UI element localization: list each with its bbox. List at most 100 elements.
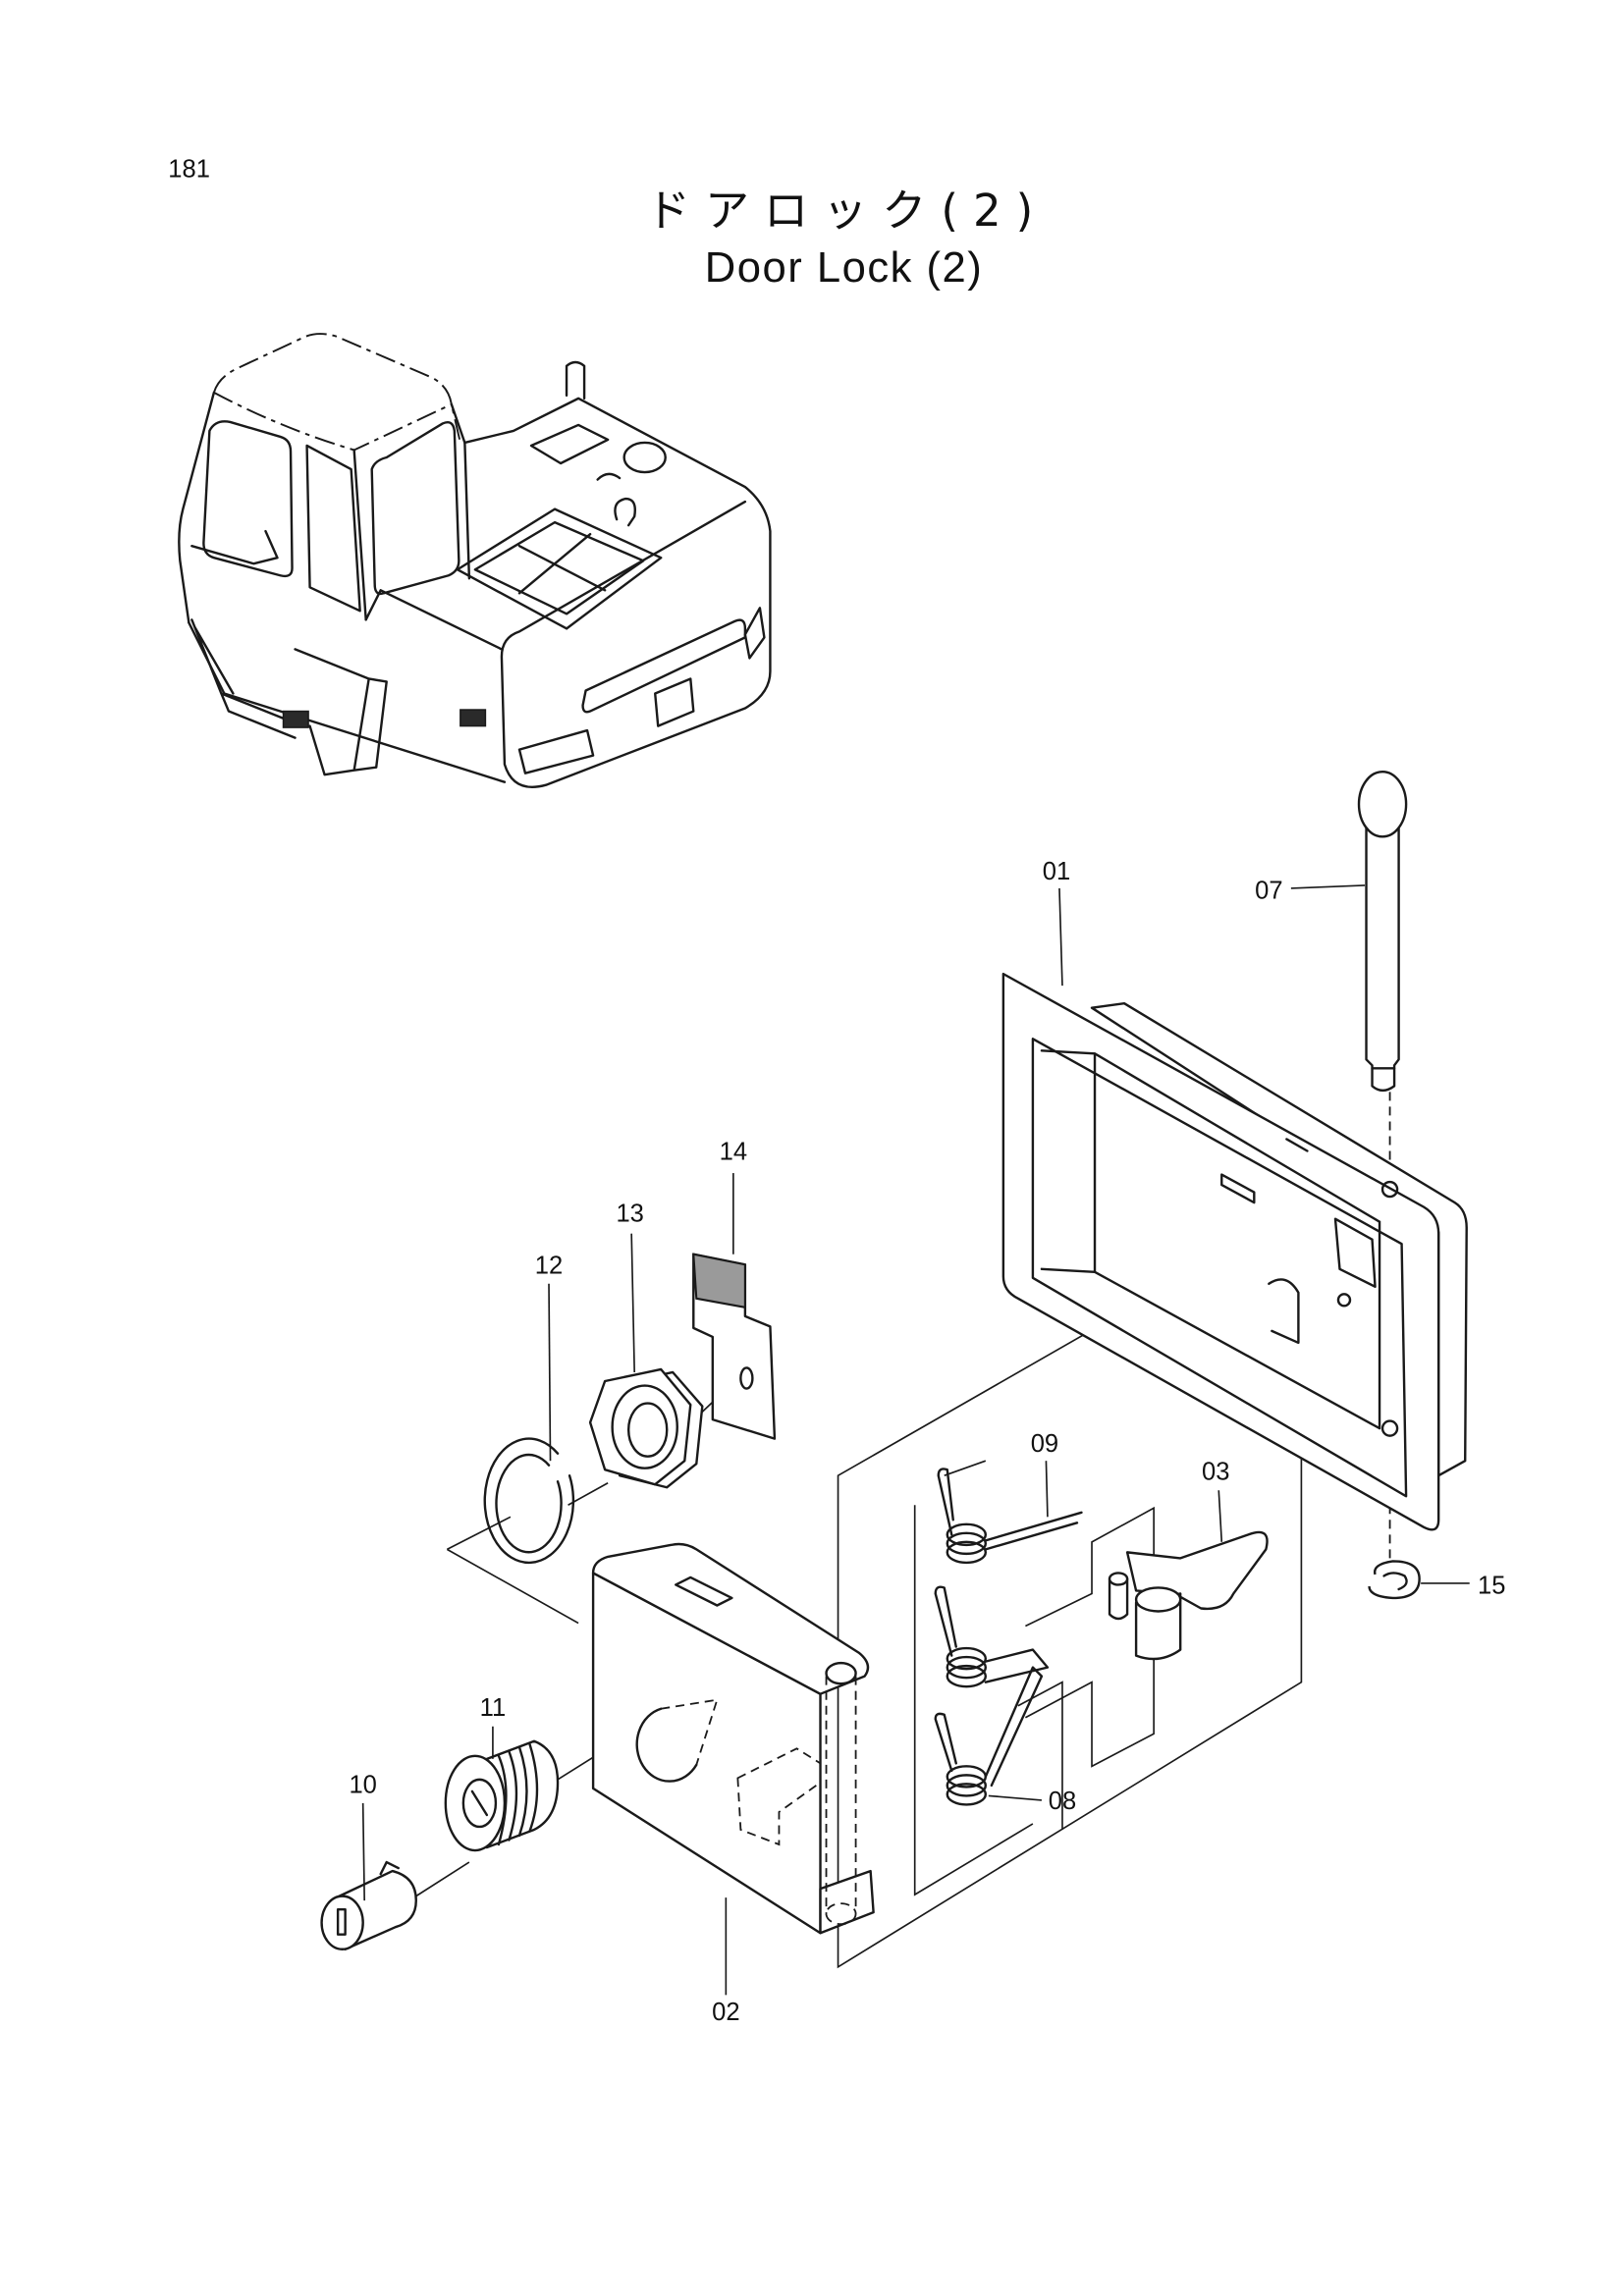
lever-boss-top — [1134, 1586, 1182, 1613]
bushing-flange — [444, 1754, 507, 1852]
callout-13: 13 — [616, 1201, 643, 1228]
part-10-key-cylinder — [320, 1860, 417, 1950]
cab-left-window — [202, 420, 294, 578]
cab-step-bracket — [190, 618, 388, 776]
spring-08b-coil-1 — [946, 1765, 988, 1789]
part-07-pin — [1357, 770, 1408, 1093]
engine-hood-outer — [456, 507, 663, 630]
plate-pad — [692, 1253, 746, 1309]
rear-light-left — [517, 728, 595, 774]
lever-pin-top — [1108, 1572, 1129, 1586]
spring-09-coil-2 — [946, 1531, 988, 1556]
decal-left — [282, 710, 309, 728]
snap-ring-outer — [483, 1437, 575, 1565]
spring-08b-coil-2 — [946, 1774, 988, 1797]
guide-line-lever — [1025, 1506, 1155, 1768]
key-cylinder-face — [320, 1895, 364, 1950]
callout-11: 11 — [480, 1694, 507, 1722]
housing-box-back — [1090, 1001, 1468, 1477]
counterweight-grille — [581, 618, 747, 714]
leader-12 — [548, 1283, 552, 1462]
housing-pin-hole-bottom — [1380, 1419, 1399, 1437]
housing-opening — [1031, 1038, 1408, 1498]
spring-09-coil-3 — [946, 1540, 988, 1565]
leader-13 — [630, 1233, 635, 1373]
bushing-bore — [461, 1778, 498, 1829]
plate-slot — [739, 1366, 754, 1390]
part-15-e-ring — [1368, 1560, 1421, 1600]
part-11-bushing — [444, 1739, 560, 1852]
lock-body-lower-ear — [819, 1869, 875, 1935]
guide-line-snap-ring — [446, 1516, 579, 1625]
upper-deck-side — [188, 589, 507, 783]
callout-15: 15 — [1478, 1572, 1505, 1599]
leader-07 — [1290, 884, 1366, 889]
spring-08a-coil-2 — [946, 1655, 988, 1680]
title-english: Door Lock (2) — [705, 244, 983, 292]
housing-latch-window — [1333, 1217, 1377, 1289]
part-08-springs — [934, 1585, 1050, 1806]
callout-03: 03 — [1202, 1459, 1229, 1486]
lock-body-pin-hole-bottom — [825, 1902, 857, 1926]
spring-08a-coil-1 — [946, 1646, 988, 1671]
lock-body-latch-hidden — [736, 1747, 822, 1846]
part-01-lock-housing — [1001, 972, 1468, 1531]
callout-08: 08 — [1049, 1788, 1076, 1815]
housing-cam-profile — [1268, 1278, 1300, 1345]
pin-head — [1357, 770, 1408, 838]
spring-09-coil-1 — [946, 1522, 988, 1547]
air-cleaner-cap — [622, 441, 667, 474]
pin-shaft — [1365, 813, 1400, 1093]
part-03-lever — [1108, 1530, 1269, 1661]
part-13-nut — [588, 1367, 704, 1489]
callout-07: 07 — [1255, 877, 1282, 904]
callout-14: 14 — [720, 1139, 747, 1166]
callout-09: 09 — [1031, 1430, 1058, 1458]
callout-12: 12 — [535, 1252, 563, 1279]
callout-01: 01 — [1043, 858, 1070, 885]
cab-door-window — [305, 444, 361, 613]
lock-body-cutout-hidden — [661, 1698, 719, 1766]
upper-deck-outline — [463, 397, 772, 788]
leader-03 — [1217, 1490, 1223, 1542]
leader-09 — [1045, 1461, 1049, 1518]
callout-10: 10 — [349, 1771, 376, 1798]
cab-handrail — [190, 529, 279, 565]
part-09-spring — [937, 1468, 1083, 1565]
page-number: 181 — [168, 155, 210, 183]
engine-hood-inner — [473, 520, 645, 615]
spring-08a-arm — [934, 1585, 1050, 1683]
cab-front-window — [370, 421, 460, 596]
housing-screw-hole — [1336, 1293, 1352, 1308]
callout-leader-lines — [361, 884, 1470, 1996]
nut-bore — [626, 1402, 669, 1458]
callout-labels: 01 07 14 13 12 09 03 15 11 10 08 02 — [349, 858, 1505, 2026]
key-cylinder-tab — [379, 1860, 400, 1876]
callout-02: 02 — [712, 1999, 739, 2026]
housing-recess-walls — [1040, 1049, 1381, 1430]
title-japanese: ドアロック(2) — [646, 185, 1048, 237]
spring-08b-arm — [934, 1666, 1044, 1788]
spring-09-arm-right — [984, 1511, 1083, 1551]
leader-10 — [361, 1802, 366, 1901]
rear-light-right — [654, 677, 695, 727]
lifting-hook — [614, 497, 636, 527]
leader-08 — [988, 1794, 1042, 1801]
e-ring-inner — [1382, 1572, 1408, 1591]
lock-body-slot — [675, 1575, 733, 1607]
deck-cover-panel — [529, 423, 622, 481]
muffler-pipe — [565, 360, 586, 400]
cab-body-outline — [178, 391, 471, 624]
snap-ring-inner — [495, 1453, 563, 1554]
decal-right — [460, 709, 487, 727]
side-light — [743, 607, 766, 660]
excavator-location-illustration — [178, 333, 772, 788]
part-02-lock-body — [591, 1542, 875, 1935]
lock-body-pin-hole — [825, 1661, 857, 1685]
part-14-plate — [692, 1253, 777, 1440]
lock-body-cylinder-cutout — [635, 1707, 698, 1783]
key-cylinder-slot — [336, 1907, 347, 1936]
lever-pin — [1108, 1577, 1129, 1621]
spring-08b-coil-3 — [946, 1783, 988, 1806]
